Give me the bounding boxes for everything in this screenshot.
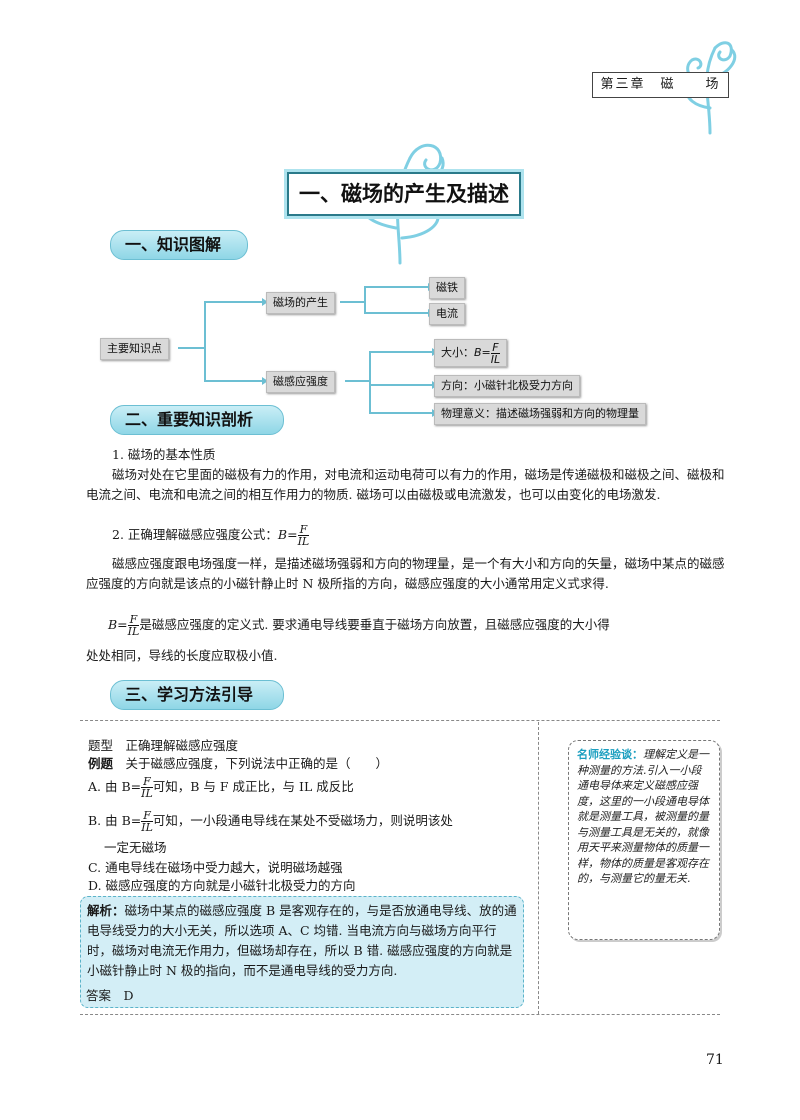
option-b-text: 可知，一小段通电导线在某处不受磁场力，则说明该处 [152,813,453,828]
solution-label: 解析： [87,903,125,918]
magnitude-label: 大小： [441,346,474,359]
teacher-tip-title: 名师经验谈： [577,748,643,761]
option-c: C. 通电导线在磁场中受力越大，说明磁场越强 [88,860,343,875]
fraction-numerator: F [141,776,153,788]
option-b-prefix: B. 由 B= [88,813,142,828]
mindmap-branch-induction: 磁感应强度 [266,371,335,393]
solution-text: 解析：磁场中某点的磁感应强度 B 是客观存在的，与是否放通电导线、放的通电导线受… [81,897,523,985]
page-number: 71 [706,1052,724,1068]
point-3-text: 是磁感应强度的定义式. 要求通电导线要垂直于磁场方向放置，且磁感应强度的大小得 [139,617,610,632]
fraction-numerator: F [127,614,140,626]
fraction-denominator: IL [297,535,310,548]
magnitude-formula-lhs: B= [474,346,491,359]
dashed-column-divider [538,722,539,1014]
analysis-point-1-heading: 1. 磁场的基本性质 [112,447,216,462]
teacher-tip-text: 名师经验谈：理解定义是一种测量的方法.引入一小段通电导体来定义磁感应强度，这里的… [569,741,719,893]
example-label: 例题 [88,756,114,771]
mindmap-branch-magnetic-origin: 磁场的产生 [266,292,335,314]
teacher-tip-body: 理解定义是一种测量的方法.引入一小段通电导体来定义磁感应强度，这里的一小段通电导… [577,748,709,885]
mindmap-root: 主要知识点 [100,338,169,360]
mindmap-leaf-direction: 方向：小磁针北极受力方向 [434,375,580,397]
fraction-numerator: F [141,810,153,822]
fraction-denominator: IL [141,787,153,800]
option-d: D. 磁感应强度的方向就是小磁针北极受力的方向 [88,878,356,893]
dashed-divider [80,720,720,721]
fraction-numerator: F [490,340,501,354]
fraction-denominator: IL [127,625,140,638]
dashed-divider [80,1014,720,1015]
analysis-point-3-line-2: 处处相同，导线的长度应取极小值. [86,648,278,663]
solution-box: 解析：磁场中某点的磁感应强度 B 是客观存在的，与是否放通电导线、放的通电导线受… [80,896,524,1008]
example-question-line: 例题 关于磁感应强度，下列说法中正确的是（ ） [88,754,388,774]
fraction-numerator: F [297,524,310,536]
fraction-denominator: IL [490,352,501,366]
fraction-denominator: IL [141,821,153,834]
option-a-prefix: A. 由 B= [88,779,142,794]
mindmap-connectors [178,283,438,417]
chapter-header: 第三章 磁 场 [592,72,729,98]
example-topic: 题型 正确理解磁感应强度 [88,738,239,753]
answer: 答案 D [86,988,134,1003]
mindmap-leaf-magnet: 磁铁 [429,277,465,299]
point-3-formula-lhs: B= [108,617,128,632]
option-b-continuation: 一定无磁场 [104,840,167,855]
page-title: 一、磁场的产生及描述 [287,172,521,216]
solution-body: 磁场中某点的磁感应强度 B 是客观存在的，与是否放通电导线、放的通电导线受力的大… [87,903,517,978]
point-2-heading-text: 2. 正确理解磁感应强度公式： [112,527,278,542]
teacher-tip-box: 名师经验谈：理解定义是一种测量的方法.引入一小段通电导体来定义磁感应强度，这里的… [568,740,720,940]
section-heading-key-analysis: 二、重要知识剖析 [110,405,284,435]
section-heading-knowledge-diagram: 一、知识图解 [110,230,248,260]
option-a-text: 可知，B 与 F 成正比，与 IL 成反比 [152,779,354,794]
section-heading-study-method: 三、学习方法引导 [110,680,284,710]
analysis-point-2-body: 磁感应强度跟电场强度一样，是描述磁场强弱和方向的物理量，是一个有大小和方向的矢量… [86,556,725,591]
point-2-formula-lhs: B= [277,527,298,542]
analysis-point-1-body: 磁场对处在它里面的磁极有力的作用，对电流和运动电荷可以有力的作用，磁场是传递磁极… [86,467,725,502]
example-question: 关于磁感应强度，下列说法中正确的是（ ） [125,756,389,771]
mindmap-leaf-current: 电流 [429,303,465,325]
mindmap-leaf-meaning: 物理意义：描述磁场强弱和方向的物理量 [434,403,646,425]
